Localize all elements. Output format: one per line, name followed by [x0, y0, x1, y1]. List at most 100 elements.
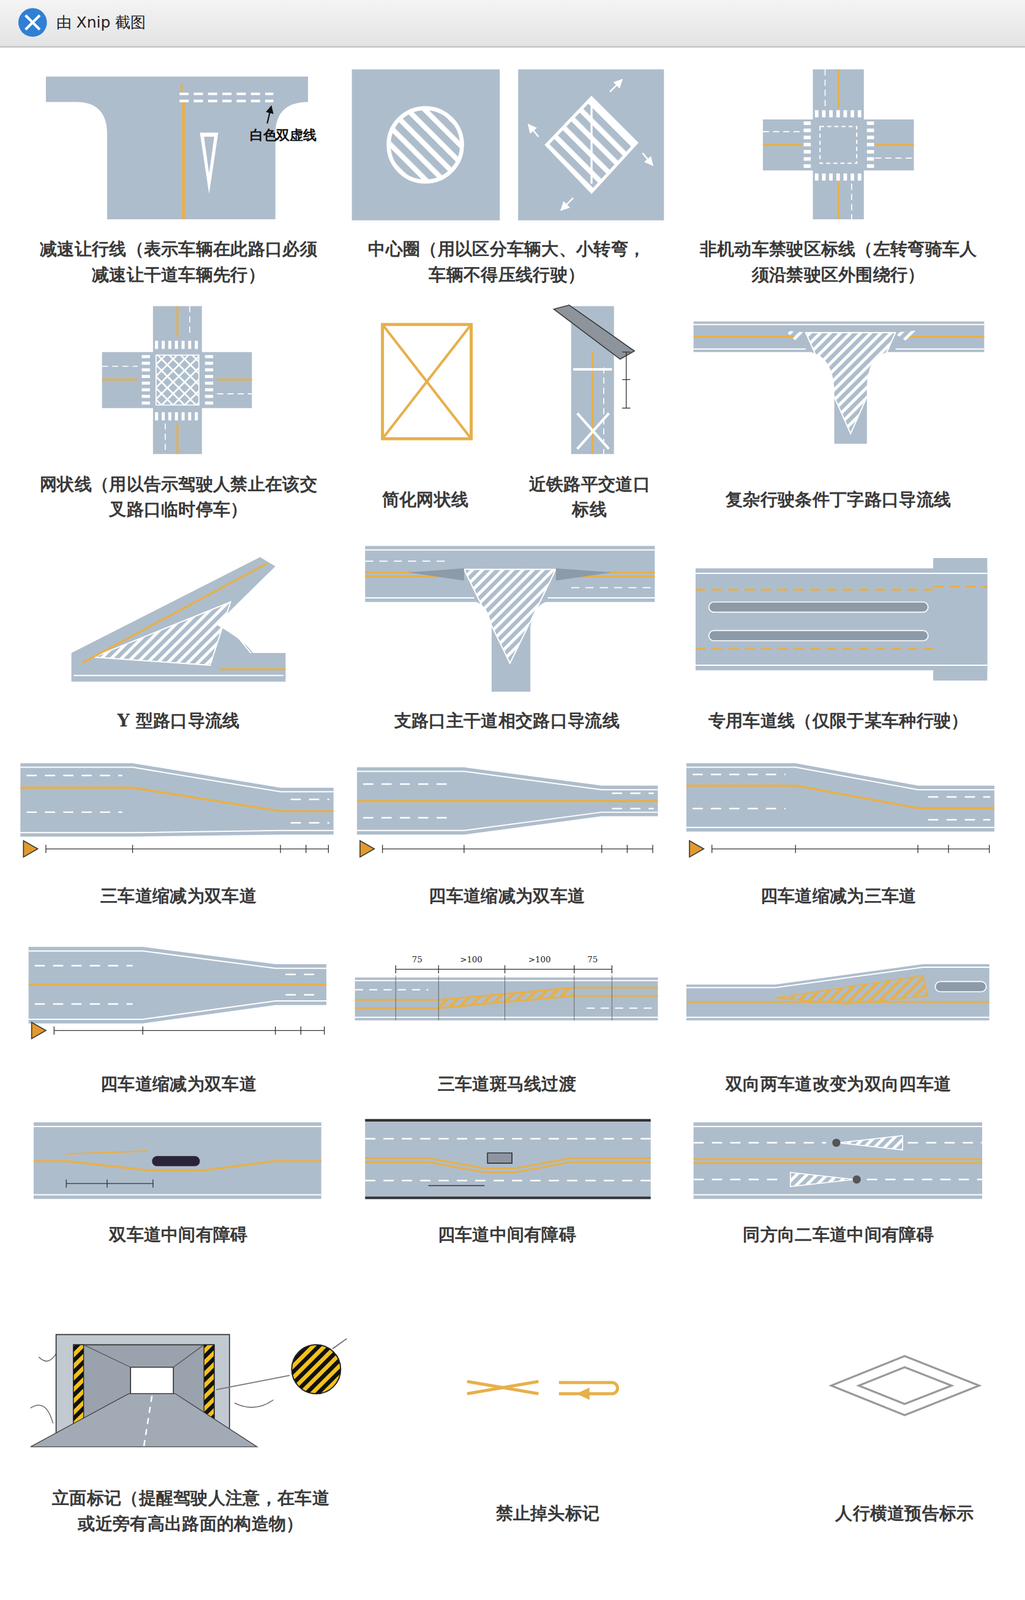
lane-line [20, 767, 334, 792]
dimension-tick [279, 844, 281, 853]
crosswalk-stripe [829, 110, 833, 118]
lane-line [290, 798, 330, 800]
crosswalk-ahead-diamond [831, 1355, 980, 1416]
crosswalk-stripe [843, 173, 848, 181]
lane-line [905, 335, 984, 338]
pointer-line [332, 1337, 347, 1349]
caption: 中心圈（用以区分车辆大、小转弯， 车辆不得压线行驶） [363, 236, 651, 287]
road-surface [33, 1121, 322, 1199]
caption: 三车道缩减为双车道 [100, 882, 257, 909]
lane-line [693, 1157, 983, 1160]
bus-lane-island [709, 601, 929, 613]
road-surface [693, 321, 985, 444]
caption: 简化网状线 [382, 486, 470, 512]
lane-line [693, 335, 796, 338]
lane-line [851, 183, 853, 220]
caption: Y 型路口导流线 [117, 707, 241, 733]
crosswalk-stripe [867, 128, 875, 133]
caption: 四车道中间有障碍 [437, 1221, 577, 1247]
obstacle [832, 1138, 841, 1147]
crosswalk-stripe [181, 340, 185, 349]
zebra-transition [775, 974, 929, 1004]
lane-line [219, 668, 286, 670]
lane-line [355, 1016, 659, 1018]
lane-line [26, 811, 123, 813]
lane-line [34, 964, 133, 966]
lane-line [356, 770, 658, 790]
dimension-tick [463, 844, 465, 853]
channelizing-area [785, 330, 809, 342]
road-surface [71, 556, 286, 681]
lane-line [180, 83, 183, 95]
caption: 网状线（用以告示驾驶人禁止在该交 叉路口临时停车） [34, 471, 323, 522]
lane-line [762, 131, 802, 133]
caption: 非机动车禁驶区标线（左转弯骑车人 须沿禁驶区外围绕行） [694, 236, 983, 287]
caption: 四车道缩减为双车道 [428, 882, 585, 909]
dimension-tick [573, 964, 575, 973]
lane-line [693, 348, 806, 350]
lane-line [692, 773, 786, 775]
dimension-tick [382, 844, 383, 853]
u-turn-arrowhead [576, 1386, 590, 1400]
dimension-tick [53, 1026, 55, 1035]
dimension-tick [274, 1026, 276, 1035]
lane-line [356, 811, 658, 831]
crosswalk-stripe [205, 401, 214, 405]
crosswalk-stripe [181, 412, 185, 421]
lane-line [693, 1125, 983, 1127]
lane-line [290, 821, 330, 823]
dimension-extension [504, 974, 506, 1020]
lane-line [28, 950, 327, 968]
channelizing-area [790, 1171, 855, 1187]
lane-line [693, 323, 985, 326]
crosswalk-stripe [142, 355, 151, 359]
lane-line [364, 549, 655, 551]
zoom-line [216, 1374, 290, 1389]
crosswalk-stripe [187, 412, 192, 421]
object-marking [73, 1344, 84, 1426]
lane-line [928, 818, 991, 820]
dimension-tick [622, 351, 631, 353]
road-surface [693, 1121, 983, 1199]
obstacle [487, 1152, 512, 1163]
simplified-grid-box [382, 324, 472, 440]
crosswalk-stripe [822, 110, 827, 118]
lane-line [686, 767, 995, 790]
road-surface [352, 69, 501, 221]
crosswalk-stripe [814, 173, 819, 181]
center-diamond [546, 97, 637, 192]
lane-line [364, 560, 449, 562]
road-surface [102, 306, 253, 455]
lane-line [867, 1178, 983, 1180]
crosswalk-stripe [803, 128, 812, 133]
road-edge [364, 1118, 651, 1122]
obstacle [151, 1155, 200, 1166]
lane-line [693, 1193, 983, 1196]
lane-line [181, 102, 185, 220]
crosswalk-stripe [161, 340, 165, 349]
road-surface [356, 767, 658, 835]
warning-sign [360, 840, 375, 858]
crosswalk-stripe [142, 367, 151, 372]
lane-line [363, 783, 454, 785]
caption: 人行横道预告标示 [835, 1500, 975, 1526]
crosswalk-stripe [803, 150, 812, 154]
dimension-tick [601, 844, 602, 853]
window-title: 由 Xnip 截图 [56, 12, 147, 35]
lane-line [933, 585, 988, 588]
crosswalk-stripe [168, 412, 172, 421]
crosswalk-ahead-diamond-inner [858, 1366, 952, 1404]
dimension-tick [611, 964, 613, 973]
dimension-tick [300, 1026, 302, 1035]
dimension-tick [504, 964, 506, 973]
lane-line [176, 423, 179, 454]
lane-line [285, 993, 323, 995]
crosswalk-stripe [803, 142, 812, 147]
lane-line [686, 826, 995, 828]
lane-line [217, 393, 253, 395]
lane-line [355, 995, 659, 1008]
dimension-line [382, 848, 653, 849]
dimension-extension [438, 974, 440, 1020]
object-marking-detail [291, 1344, 341, 1393]
dimension-label: >100 [459, 955, 484, 965]
